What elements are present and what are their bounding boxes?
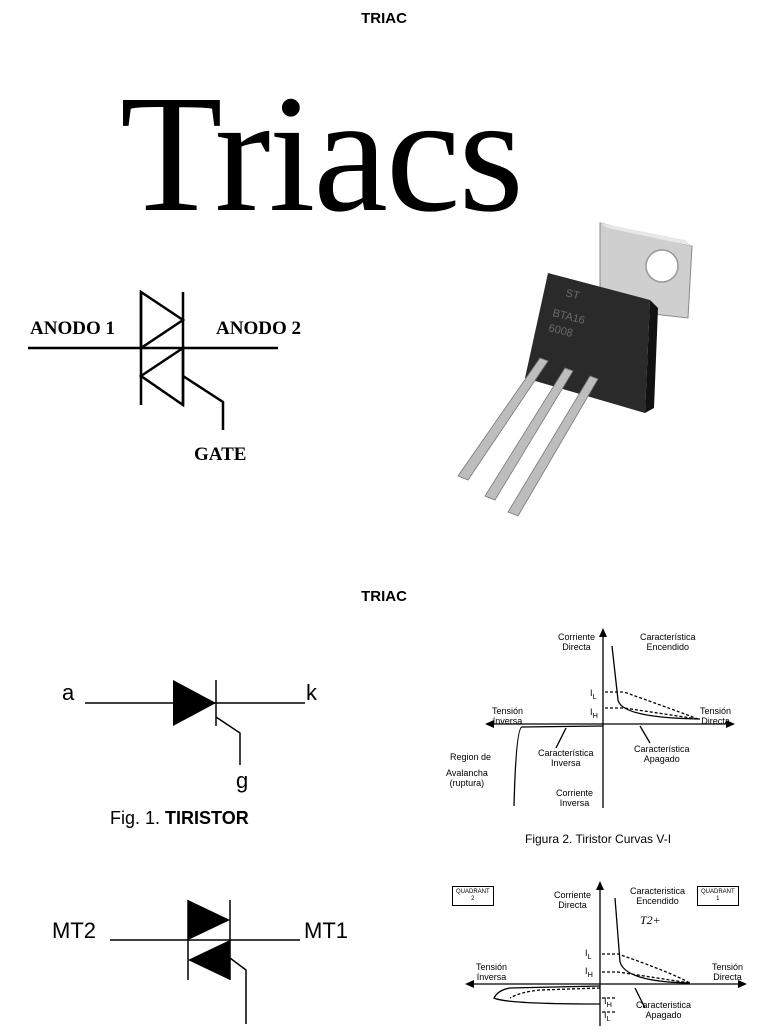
label-g: g [236, 768, 249, 793]
quadrant-1-box: QUADRANT 1 [697, 886, 739, 906]
triac-symbol [28, 289, 278, 430]
fig2-il: IL [590, 688, 597, 702]
section1-heading: TRIAC [361, 10, 407, 27]
fig4-il: IL [585, 948, 592, 962]
fig4-caracteristica-apagado: Caracteristica Apagado [636, 1000, 692, 1020]
svg-text:6008: 6008 [547, 322, 574, 340]
fig1-caption-bold: TIRISTOR [165, 808, 249, 828]
fig2-ih-i: I [590, 707, 593, 717]
fig2-caracteristica-apagado: Característica Apagado [634, 744, 690, 764]
fig2-il-sub: L [592, 691, 597, 701]
fig4-il2: IL [604, 1010, 611, 1024]
fig2-caracteristica-encendido: Característica Encendido [640, 632, 696, 652]
fig4-caracteristica-encendido: Caracteristica Encendido [630, 886, 686, 906]
label-anodo2: ANODO 2 [216, 318, 301, 339]
fig4-il-sub: L [587, 951, 592, 961]
fig4-t2plus: T2+ [640, 913, 661, 927]
fig1-caption: Fig. 1. TIRISTOR [110, 808, 249, 829]
fig2-tension-directa: Tensión Directa [700, 706, 732, 726]
triacs-title: Triacs [120, 61, 524, 247]
thyristor-symbol [85, 680, 305, 765]
fig4-ih2-i: I [604, 996, 607, 1006]
fig4-il-i: I [585, 948, 588, 958]
triac-vi-curve [465, 881, 747, 1026]
label-gate: GATE [194, 444, 247, 465]
fig2-caracteristica-inversa: Característica Inversa [538, 748, 594, 768]
fig4-il2-sub: L [606, 1013, 611, 1023]
fig2-avalancha: Avalancha (ruptura) [446, 768, 488, 788]
fig4-tension-inversa: Tensión Inversa [476, 962, 508, 982]
fig4-ih: IH [585, 966, 593, 980]
fig2-ih-sub: H [592, 710, 598, 720]
fig1-caption-prefix: Fig. 1. [110, 808, 161, 828]
triac-mt-symbol [110, 900, 300, 1024]
fig2-corriente-directa: Corriente Directa [558, 632, 596, 652]
label-mt2: MT2 [52, 918, 96, 943]
svg-text:ST: ST [564, 287, 581, 302]
label-anodo1: ANODO 1 [30, 318, 115, 339]
fig2-il-i: I [590, 688, 593, 698]
section2-heading: TRIAC [361, 588, 407, 605]
fig4-il2-i: I [604, 1010, 607, 1020]
label-k: k [306, 680, 317, 705]
fig4-ih-sub: H [587, 969, 593, 979]
fig4-ih2: IH [604, 996, 612, 1010]
triac-component-image: ST BTA16 6008 [457, 222, 693, 517]
fig4-tension-directa: Tensión Directa [712, 962, 744, 982]
label-a: a [62, 680, 75, 705]
fig2-caption: Figura 2. Tiristor Curvas V-I [525, 832, 672, 846]
fig4-corriente-directa: Corriente Directa [554, 890, 592, 910]
thyristor-vi-curve [485, 628, 735, 808]
label-mt1: MT1 [304, 918, 348, 943]
fig2-corriente-inversa: Corriente Inversa [556, 788, 594, 808]
quadrant-2-box: QUADRANT 2 [452, 886, 494, 906]
fig2-tension-inversa: Tensión Inversa [492, 706, 524, 726]
fig4-ih2-sub: H [606, 999, 612, 1009]
fig4-ih-i: I [585, 966, 588, 976]
fig2-region-de: Region de [450, 752, 492, 762]
fig2-ih: IH [590, 707, 598, 721]
